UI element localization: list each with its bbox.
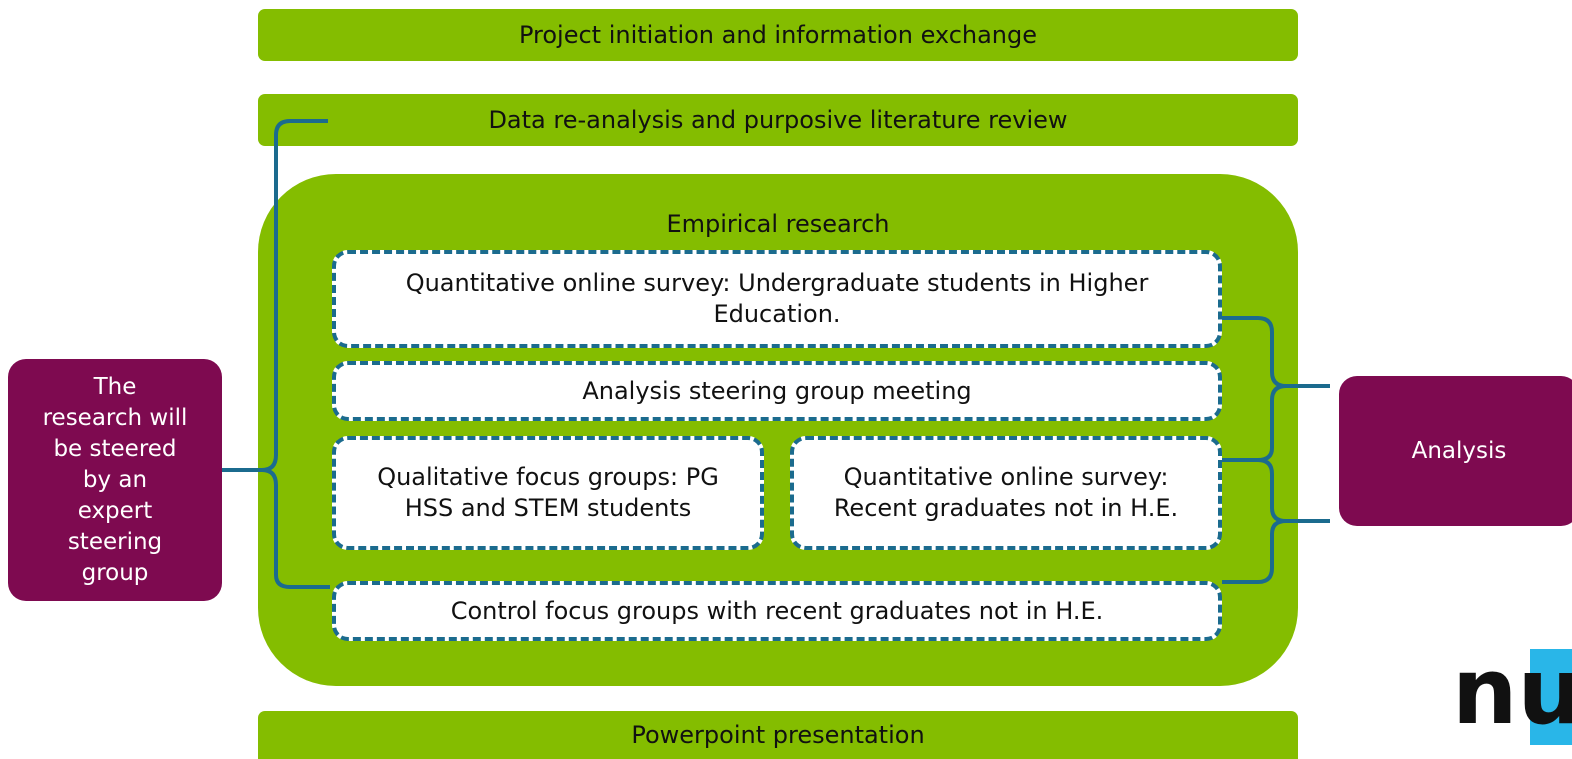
stage-reanalysis-label: Data re-analysis and purposive literatur… bbox=[488, 106, 1068, 134]
empirical-research-title: Empirical research bbox=[666, 210, 890, 238]
stage-presentation-bar: Powerpoint presentation bbox=[258, 711, 1298, 759]
nus-logo: nus bbox=[1452, 638, 1572, 745]
stage-initiation-bar: Project initiation and information excha… bbox=[258, 9, 1298, 61]
analysis-label: Analysis bbox=[1411, 437, 1507, 464]
steering-group-box: The research will be steered by an exper… bbox=[8, 359, 222, 601]
steering-group-label: The research will be steered by an exper… bbox=[42, 373, 188, 586]
control-groups-label: Control focus groups with recent graduat… bbox=[450, 596, 1104, 625]
survey-undergrad-box: Quantitative online survey: Undergraduat… bbox=[332, 250, 1222, 348]
stage-reanalysis-bar: Data re-analysis and purposive literatur… bbox=[258, 94, 1298, 146]
focus-groups-label: Qualitative focus groups: PG HSS and STE… bbox=[377, 463, 719, 522]
focus-groups-box: Qualitative focus groups: PG HSS and STE… bbox=[332, 436, 764, 550]
survey-graduates-box: Quantitative online survey: Recent gradu… bbox=[790, 436, 1222, 550]
logo-text: nus bbox=[1452, 638, 1572, 745]
steering-meeting-label: Analysis steering group meeting bbox=[582, 376, 972, 405]
logo-blue-block bbox=[1530, 649, 1572, 745]
control-groups-box: Control focus groups with recent graduat… bbox=[332, 581, 1222, 641]
steering-meeting-box: Analysis steering group meeting bbox=[332, 361, 1222, 421]
survey-undergrad-label: Quantitative online survey: Undergraduat… bbox=[405, 269, 1149, 328]
analysis-box: Analysis bbox=[1339, 376, 1572, 526]
survey-graduates-label: Quantitative online survey: Recent gradu… bbox=[833, 463, 1179, 522]
stage-initiation-label: Project initiation and information excha… bbox=[518, 21, 1038, 49]
stage-presentation-label: Powerpoint presentation bbox=[631, 721, 925, 749]
